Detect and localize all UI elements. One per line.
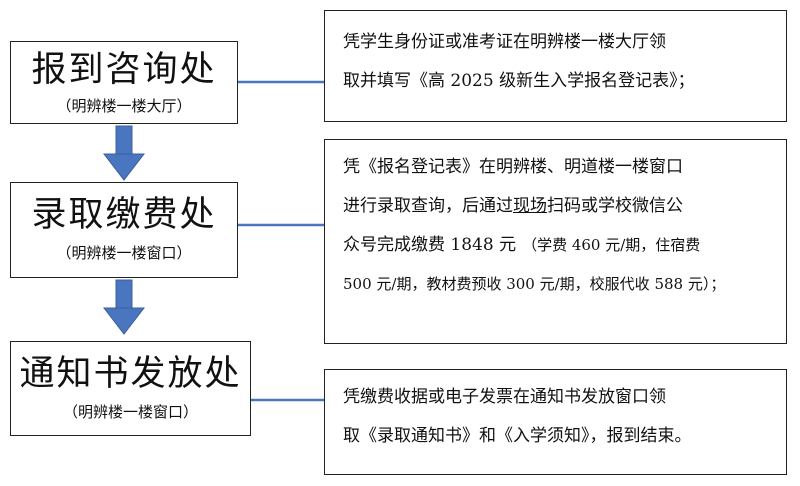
desc-line: 进行录取查询，后通过现场扫码或学校微信公: [343, 187, 772, 226]
step-box-payment: 录取缴费处 （明辨楼一楼窗口）: [10, 182, 238, 278]
desc-line: 凭《报名登记表》在明辨楼、明道楼一楼窗口: [343, 157, 683, 177]
desc-fee-note: （学费 460 元/期，住宿费: [522, 236, 701, 254]
step-location: （明辨楼一楼窗口）: [62, 403, 198, 421]
down-arrow-icon-2: [102, 279, 146, 335]
step-box-registration: 报到咨询处 （明辨楼一楼大厅）: [10, 41, 238, 124]
step-location: （明辨楼一楼窗口）: [56, 244, 192, 262]
step-title: 报到咨询处: [31, 50, 217, 90]
step-title: 通知书发放处: [19, 354, 242, 394]
desc-line: 凭缴费收据或电子发票在通知书发放窗口领: [343, 387, 666, 407]
desc-box-payment: 凭《报名登记表》在明辨楼、明道楼一楼窗口 进行录取查询，后通过现场扫码或学校微信…: [324, 139, 787, 344]
desc-line: 凭学生身份证或准考证在明辨楼一楼大厅领: [343, 32, 666, 52]
desc-underlined-text: 现场: [513, 196, 547, 216]
desc-text: 扫码或学校微信公: [547, 196, 683, 216]
desc-line: 众号完成缴费 1848 元 （学费 460 元/期，住宿费: [343, 226, 772, 265]
step-box-notice: 通知书发放处 （明辨楼一楼窗口）: [10, 341, 251, 436]
desc-box-notice: 凭缴费收据或电子发票在通知书发放窗口领 取《录取通知书》和《入学须知》，报到结束…: [324, 369, 787, 475]
step-title: 录取缴费处: [31, 195, 217, 235]
desc-text: 进行录取查询，后通过: [343, 196, 513, 216]
desc-box-registration: 凭学生身份证或准考证在明辨楼一楼大厅领 取并填写《高 2025 级新生入学报名登…: [324, 10, 787, 122]
desc-line: 取《录取通知书》和《入学须知》，报到结束。: [343, 426, 692, 446]
desc-text: 众号完成缴费 1848 元: [343, 235, 517, 255]
down-arrow-icon-1: [102, 125, 146, 181]
desc-fee-breakdown: 500 元/期，教材费预收 300 元/期，校服代收 588 元）；: [343, 275, 726, 293]
desc-line: 取并填写《高 2025 级新生入学报名登记表》；: [343, 71, 695, 91]
step-location: （明辨楼一楼大厅）: [56, 97, 192, 115]
